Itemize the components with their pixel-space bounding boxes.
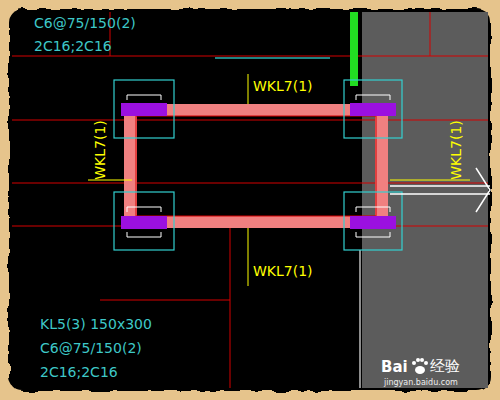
beam-label: WKL7(1) (92, 120, 108, 180)
green-line (350, 12, 358, 86)
bracket (127, 95, 390, 237)
beam-label: WKL7(1) (448, 120, 464, 180)
beam-outline (136, 116, 376, 216)
beam-label: WKL7(1) (253, 78, 313, 94)
watermark: jingyan.baidu.com (384, 378, 458, 387)
watermark: Bai (381, 359, 408, 376)
rebar-note: 2C16;2C16 (40, 364, 118, 380)
column-bar (121, 103, 396, 229)
beam-label: WKL7(1) (253, 263, 313, 279)
leader-line (88, 74, 470, 286)
paw-icon (412, 358, 428, 374)
gray-region (362, 12, 488, 388)
watermark: 经验 (430, 358, 460, 375)
arrow-symbol (390, 168, 490, 212)
rebar-note: C6@75/150(2) (40, 340, 142, 356)
rebar-note: C6@75/150(2) (34, 15, 136, 31)
canvas (9, 9, 491, 391)
beam-edge (215, 57, 330, 59)
grid-lines (12, 12, 488, 388)
wall-line (359, 250, 361, 388)
rebar-note: 2C16;2C16 (34, 38, 112, 54)
beam-spec: KL5(3) 150x300 (40, 316, 152, 332)
column (114, 80, 402, 250)
beam (124, 104, 388, 228)
